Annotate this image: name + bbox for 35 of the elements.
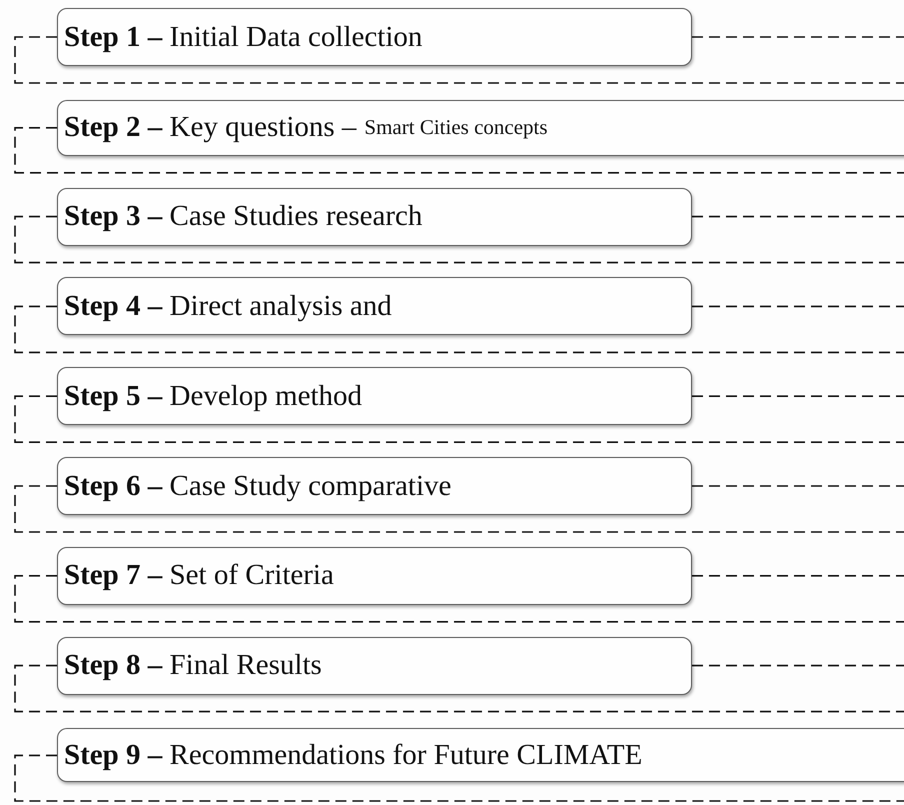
dashed-connector [692,395,904,397]
dashed-connector [692,664,904,666]
step-title: Step 1 – Initial Data collection [64,20,422,54]
step-box [57,367,692,426]
step-title: Step 8 – Final Results [64,649,322,682]
step-title: Step 5 – Develop method [64,380,362,413]
dashed-connector [14,664,904,712]
step-box [57,636,692,695]
step-title: Step 7 – Set of Criteria [64,559,334,592]
dashed-connector [14,575,904,623]
step-box [57,546,692,605]
step-title: Step 9 – Recommendations for Future CLIMATE [64,738,642,772]
step-subtitle: Smart Cities concepts [364,115,548,140]
dashed-connector [14,127,904,174]
dashed-connector [14,485,904,533]
step-box [57,277,692,336]
dashed-connector [692,575,904,577]
dashed-connector [692,306,904,308]
step-box [57,100,904,156]
dashed-connector [14,395,904,443]
dashed-connector [692,485,904,487]
dashed-connector [692,36,904,38]
dashed-connector [14,36,904,84]
step-title: Step 4 – Direct analysis and [64,290,392,323]
step-box [57,728,904,782]
dashed-connector [14,216,904,264]
step-title: Step 3 – Case Studies research [64,200,422,234]
step-box [57,457,692,515]
step-box [57,188,692,246]
dashed-connector [14,754,904,802]
step-title: Step 2 – Key questions – [64,111,356,144]
step-box [57,8,692,66]
dashed-connector [692,216,904,218]
step-title: Step 6 – Case Study comparative [64,470,452,502]
dashed-connector [14,306,904,354]
